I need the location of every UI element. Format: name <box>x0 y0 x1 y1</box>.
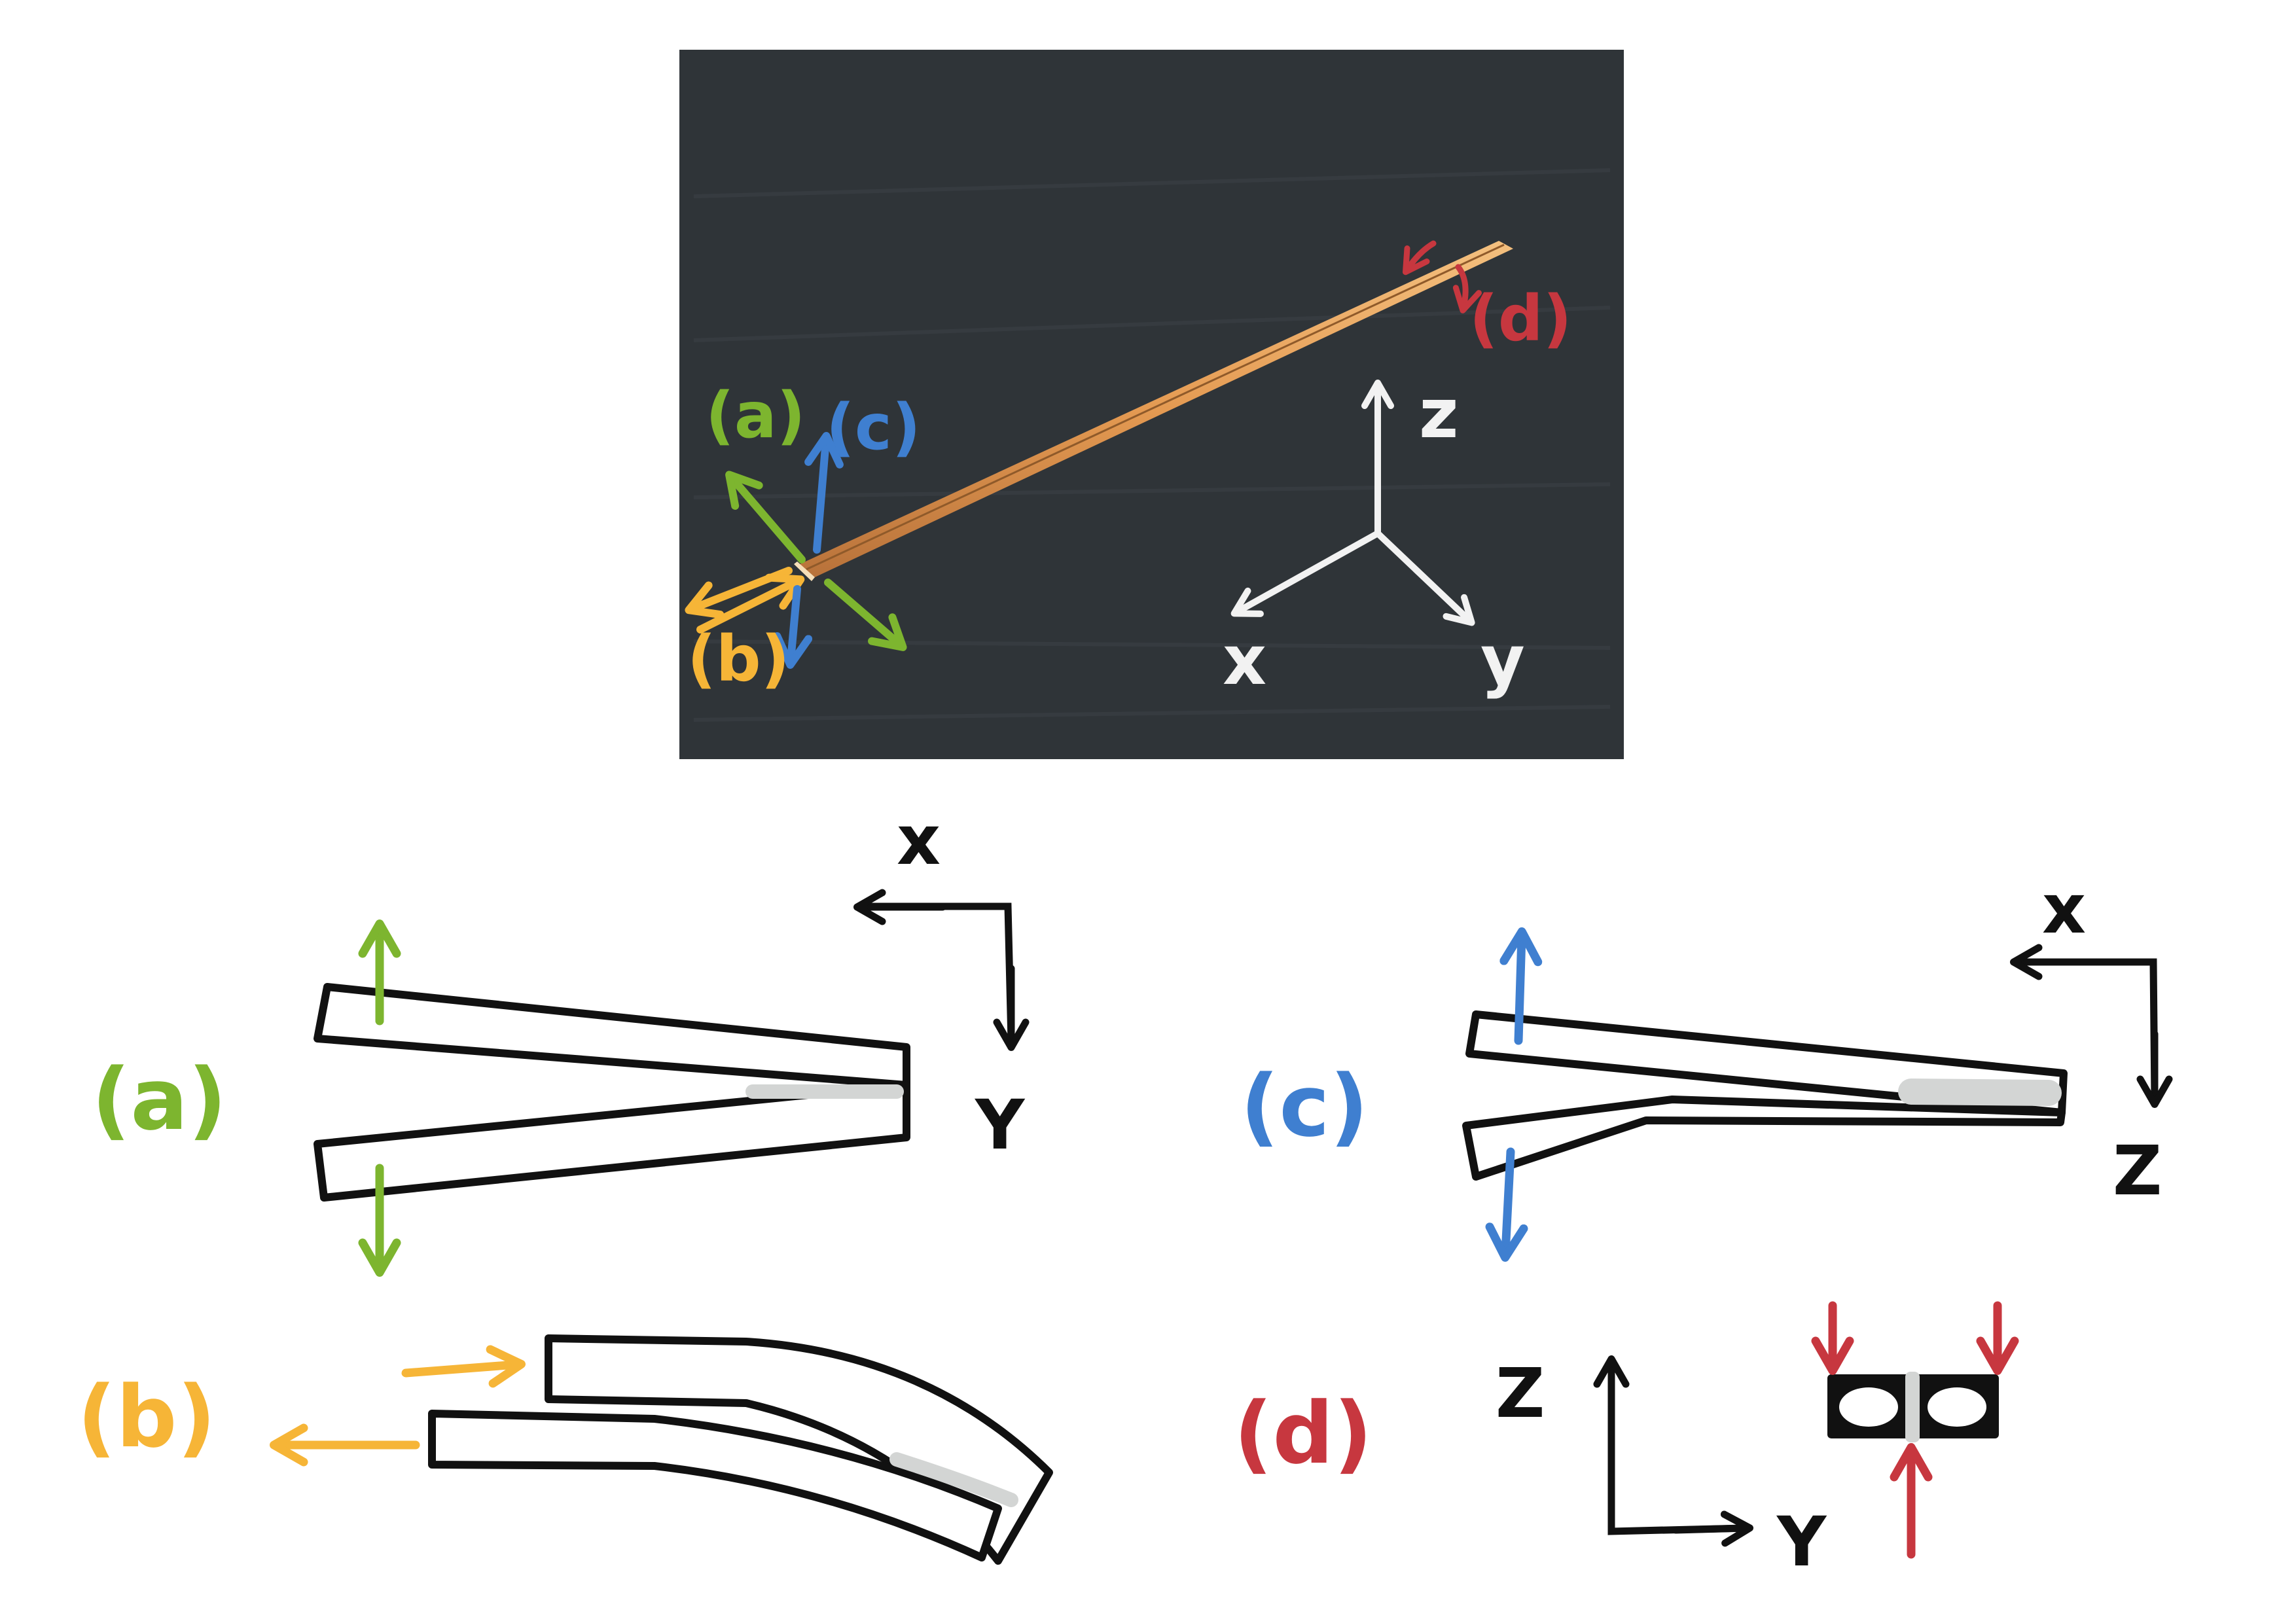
panel-b: (b) <box>77 1334 1053 1565</box>
panel-d-axis-y-arrow <box>1672 1510 1753 1547</box>
photo-axis-z-label: z <box>1419 374 1459 454</box>
panel-c-glue-joint <box>1898 1079 2062 1106</box>
panel-b-upper-stick <box>545 1334 1053 1565</box>
panel-d-axis-z-label: Z <box>1496 1353 1545 1433</box>
chopsticks-photo <box>794 241 1513 581</box>
panel-d-cross-section <box>1827 1372 1999 1442</box>
panel-a-axis-y-label: Y <box>974 1085 1026 1165</box>
blue-arrow-down <box>773 585 813 669</box>
chopstick-pair <box>800 241 1513 577</box>
cross-section-left-stick <box>1839 1387 1898 1427</box>
panel-a-upper-stick <box>314 983 910 1089</box>
red-arrow-top <box>1403 240 1437 276</box>
panel-a-axis-x-label: x <box>897 800 941 880</box>
panel-b-glue-joint <box>889 1452 1018 1507</box>
cross-section-glue <box>1905 1372 1920 1442</box>
photo-axes <box>1230 380 1475 626</box>
mode-b-arrows-photo <box>685 567 805 633</box>
photo-axis-x <box>1230 530 1381 617</box>
panel-c-lower-stick <box>1462 1096 2066 1181</box>
orange-arrow-inward <box>696 573 805 633</box>
photo-label-b: (b) <box>687 622 789 696</box>
panel-d-axes-icon <box>1607 1357 1748 1535</box>
photo-label-c: (c) <box>826 391 921 464</box>
red-arrow-bottom <box>1452 264 1482 313</box>
photo-label-a: (a) <box>706 379 806 452</box>
chopstick-split-line <box>806 243 1505 571</box>
panel-c: (c) x Z <box>1240 869 2173 1262</box>
panel-c-label: (c) <box>1240 1056 1369 1156</box>
panel-c-axis-z-label: Z <box>2113 1131 2162 1211</box>
panel-b-lower-stick <box>428 1410 1002 1561</box>
green-arrow-down-right <box>824 579 907 651</box>
mode-d-arrows-photo <box>1403 240 1482 313</box>
photo-label-d: (d) <box>1469 282 1571 355</box>
photo-axis-x-label: x <box>1223 620 1266 700</box>
panel-a-axes-icon <box>855 902 1015 1044</box>
blue-arrow-up <box>804 432 844 554</box>
photo-texture <box>693 168 1611 722</box>
photo-panel: (a) (c) (b) (d) z x y <box>679 50 1624 759</box>
photo-axis-y-label: y <box>1480 620 1525 700</box>
panel-d-label: (d) <box>1234 1383 1372 1483</box>
panel-c-axis-x-label: x <box>2042 869 2086 949</box>
green-arrow-up-left <box>725 471 806 563</box>
panel-a-lower-stick <box>314 1081 910 1202</box>
panel-b-label: (b) <box>77 1367 216 1467</box>
photo-axis-y <box>1374 530 1475 626</box>
mode-a-arrows-photo <box>725 471 907 651</box>
cross-section-right-stick <box>1928 1387 1986 1427</box>
panel-d-axis-y-label: Y <box>1776 1502 1827 1582</box>
panel-c-arrow-down <box>1485 1147 1528 1262</box>
chopstick-end-cap <box>794 562 815 581</box>
panel-a: (a) x Y <box>92 800 1030 1277</box>
mode-c-arrows-photo <box>773 432 844 669</box>
panel-a-label: (a) <box>92 1050 227 1149</box>
panel-b-arrow-right <box>401 1345 526 1388</box>
panel-d: (d) Z Y <box>1234 1301 2019 1582</box>
panel-c-arrow-up <box>1499 927 1543 1045</box>
